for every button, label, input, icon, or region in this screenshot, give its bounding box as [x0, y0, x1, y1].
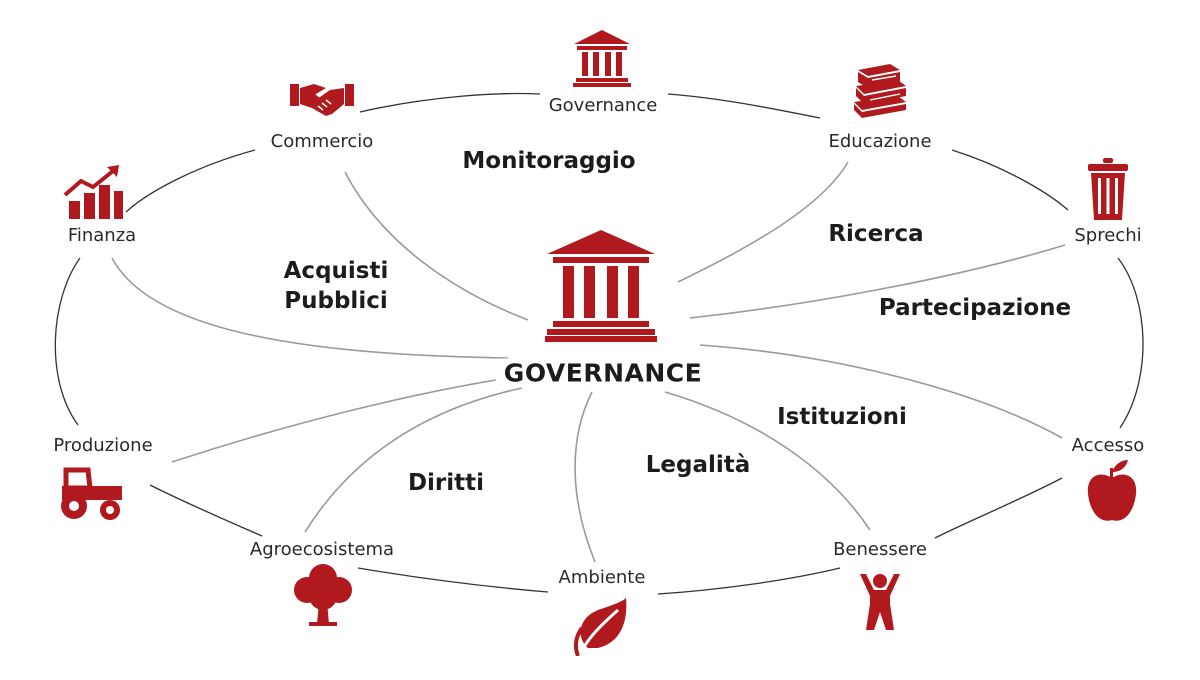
tree-icon: [293, 562, 353, 626]
node-accesso-label: Accesso: [1067, 435, 1149, 457]
ring-commercio-governance: [359, 92, 541, 113]
spoke-sprechi: [689, 244, 1066, 319]
spoke-educazione: [677, 161, 849, 283]
ring-produzione-agroecosistema: [149, 484, 263, 537]
theme-diritti: Diritti: [407, 470, 485, 496]
person-cheering-icon: [858, 572, 902, 630]
handshake-icon: [290, 78, 354, 118]
node-finanza-label: Finanza: [63, 225, 141, 247]
bank-icon: [545, 228, 657, 343]
apple-icon: [1086, 458, 1138, 524]
outer-ring: [54, 92, 1144, 595]
tractor-icon: [58, 466, 126, 522]
ring-commercio-finanza: [125, 149, 256, 213]
node-commercio-label: Commercio: [266, 131, 378, 153]
node-agroecosistema-label: Agroecosistema: [245, 539, 399, 561]
ring-accesso-benessere: [934, 477, 1063, 539]
node-educazione-label: Educazione: [824, 131, 936, 153]
ring-sprechi-accesso: [1117, 257, 1144, 429]
theme-acquisti-line2: Pubblici: [284, 288, 388, 314]
spoke-accesso: [699, 344, 1063, 439]
center-title: GOVERNANCE: [495, 358, 711, 388]
bank-icon: [572, 28, 632, 88]
books-icon: [848, 62, 910, 120]
node-governance-label: Governance: [544, 95, 662, 117]
ring-agroecosistema-ambiente: [357, 567, 549, 593]
ring-governance-educazione: [667, 93, 821, 119]
spoke-ambiente: [574, 391, 596, 563]
theme-acquisti-pubblici: Acquisti Pubblici: [284, 256, 389, 316]
theme-acquisti-line1: Acquisti: [283, 258, 389, 284]
ring-ambiente-benessere: [657, 567, 841, 595]
theme-legalita: Legalità: [645, 452, 751, 478]
theme-istituzioni: Istituzioni: [777, 404, 907, 430]
spoke-finanza: [111, 257, 509, 359]
spoke-benessere: [664, 391, 871, 531]
node-sprechi-label: Sprechi: [1070, 225, 1146, 247]
node-benessere-label: Benessere: [829, 539, 931, 561]
ring-educazione-sprechi: [951, 149, 1069, 211]
trash-can-icon: [1088, 158, 1128, 220]
theme-ricerca: Ricerca: [828, 221, 924, 247]
theme-monitoraggio: Monitoraggio: [462, 148, 636, 174]
spoke-commercio: [344, 171, 529, 321]
spoke-produzione: [171, 377, 509, 463]
theme-partecipazione: Partecipazione: [878, 295, 1072, 321]
node-produzione-label: Produzione: [49, 435, 157, 457]
ring-finanza-produzione: [54, 257, 81, 426]
growth-chart-icon: [63, 165, 123, 219]
node-ambiente-label: Ambiente: [554, 567, 650, 589]
leaf-icon: [574, 598, 628, 656]
spoke-agroecosistema: [304, 387, 523, 533]
